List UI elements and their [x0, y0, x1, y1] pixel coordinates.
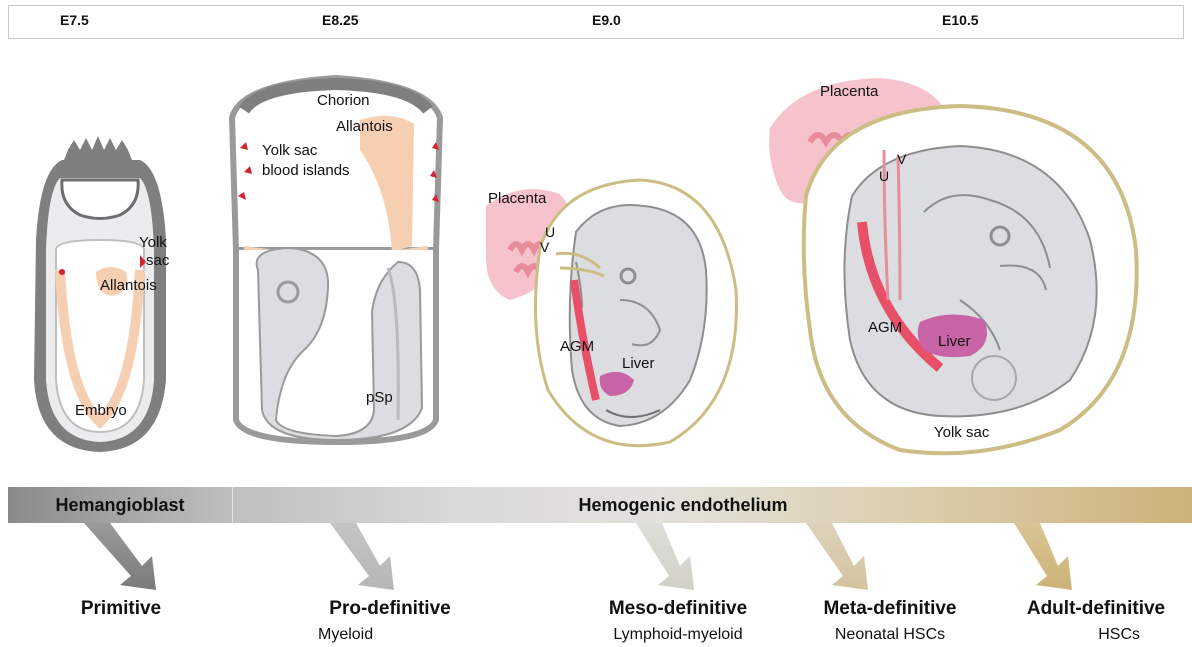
e105-u-label: U: [879, 168, 889, 184]
lineage-name: Meso-definitive: [578, 598, 778, 620]
e90-placenta-label: Placenta: [488, 190, 547, 207]
e105-v-label: V: [897, 151, 907, 167]
e825-blood-islands-label-1: Yolk sac: [262, 142, 318, 159]
arrow-meso-definitive: [636, 523, 694, 590]
embryo-e9-0: [486, 180, 737, 446]
e75-allantois-label: Allantois: [100, 277, 157, 294]
lineage-arrows: [84, 523, 1072, 590]
e90-agm-label: AGM: [560, 338, 594, 355]
lineage-subtitle: Myeloid: [300, 626, 480, 644]
band-hemangioblast: Hemangioblast: [8, 487, 232, 523]
arrow-adult-definitive: [1014, 523, 1072, 590]
arrow-primitive: [84, 523, 156, 590]
lineage-meta-definitive: Meta-definitive Neonatal HSCs: [790, 598, 990, 644]
e105-liver-label: Liver: [938, 333, 971, 350]
lineage-adult-definitive: Adult-definitive HSCs: [1004, 598, 1188, 644]
lineage-meso-definitive: Meso-definitive Lymphoid-myeloid: [578, 598, 778, 644]
embryo-e10-5: [769, 78, 1137, 453]
e105-yolk-sac-label: Yolk sac: [934, 424, 990, 441]
lineage-name: Pro-definitive: [300, 598, 480, 620]
lineage-subtitle: Lymphoid-myeloid: [578, 626, 778, 644]
progenitor-band: Hemangioblast Hemogenic endothelium: [8, 487, 1192, 523]
e75-embryo-label: Embryo: [75, 402, 127, 419]
lineage-subtitle: Neonatal HSCs: [790, 626, 990, 644]
lineage-name: Adult-definitive: [1004, 598, 1188, 620]
e75-blood-island: [59, 269, 65, 275]
lineage-primitive: Primitive: [46, 598, 196, 620]
e825-blood-islands-label-2: blood islands: [262, 162, 350, 179]
arrow-meta-definitive: [806, 523, 868, 590]
e90-liver-label: Liver: [622, 355, 655, 372]
lineage-name: Primitive: [46, 598, 196, 620]
band-hemogenic-endothelium: Hemogenic endothelium: [233, 487, 1133, 523]
e825-allantois-label: Allantois: [336, 118, 393, 135]
lineage-name: Meta-definitive: [790, 598, 990, 620]
arrow-pro-definitive: [330, 523, 394, 590]
e75-yolk-label: Yolk: [139, 234, 167, 251]
e90-v-label: V: [540, 239, 550, 255]
e825-psp-label: pSp: [366, 389, 393, 406]
lineage-pro-definitive: Pro-definitive Myeloid: [300, 598, 480, 644]
e75-ectoplacental-cone: [64, 136, 132, 160]
e105-agm-label: AGM: [868, 319, 902, 336]
e105-embryo-body: [844, 146, 1096, 416]
e105-placenta-label: Placenta: [820, 83, 879, 100]
e825-chorion-label: Chorion: [317, 92, 370, 109]
e75-sac-label: sac: [146, 252, 170, 269]
lineage-subtitle: HSCs: [1004, 626, 1188, 644]
e90-u-label: U: [545, 224, 555, 240]
